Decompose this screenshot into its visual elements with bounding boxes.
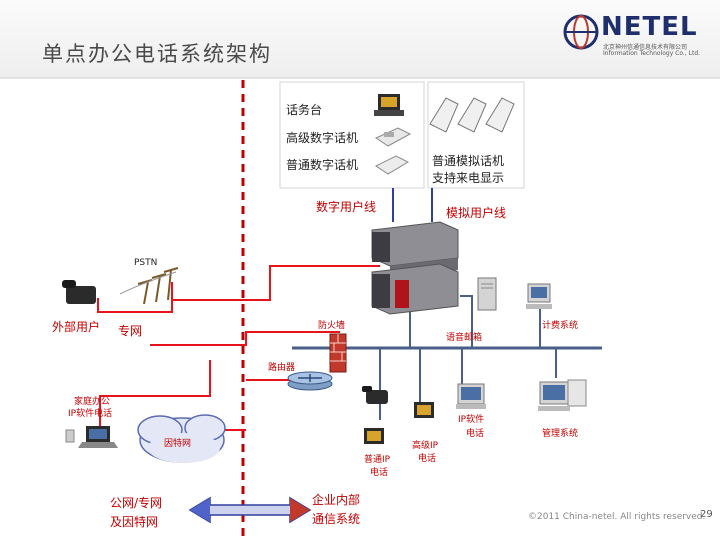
pstn-telephone-poles-icon (119, 267, 179, 305)
copyright-text: ©2011 China-netel. All rights reserved. (528, 512, 706, 522)
firewall-icon (329, 333, 347, 373)
voice-mail-server-icon (477, 277, 497, 311)
private-network-link (150, 331, 340, 346)
normal-digital-phone-icon (375, 155, 410, 175)
normal-ip-phone-label-line2: 电话 (370, 468, 389, 478)
analog-phones-icon (429, 97, 515, 133)
analog-user-line-label: 模拟用户线 (446, 206, 507, 220)
external-user-link (97, 282, 173, 313)
voicemail-lan-drop (460, 295, 473, 348)
home-office-laptop-icon (65, 426, 118, 448)
external-phone-icon (62, 280, 96, 304)
ip-phone-icon (362, 386, 388, 404)
slide-title: 单点办公电话系统架构 (42, 42, 272, 66)
logo-wordmark: NETEL (601, 12, 698, 42)
pstn-to-divider-link (171, 282, 246, 301)
digital-phones-box (279, 81, 425, 189)
page-number: 29 (700, 509, 713, 520)
public-network-label-line2: 及因特网 (110, 515, 159, 529)
operator-console-icon (374, 94, 404, 116)
advanced-ip-phone-label-line2: 电话 (418, 454, 437, 464)
normal-ip-phone-icon (364, 428, 384, 444)
advanced-digital-phone-icon (374, 127, 412, 147)
analog-phone-label-line2: 支持来电显示 (432, 171, 505, 185)
router-icon (287, 371, 333, 391)
enterprise-comm-label-line1: 企业内部 (312, 493, 361, 507)
slide-header (0, 0, 720, 78)
billing-system-label: 计费系统 (542, 321, 579, 331)
home-office-link (99, 360, 211, 438)
analog-phone-label-line1: 普通模拟话机 (432, 154, 505, 168)
globe-icon (563, 14, 599, 50)
home-office-label-line1: 家庭办公 (74, 397, 111, 407)
digital-user-line-label: 数字用户线 (316, 200, 377, 214)
management-workstation-icon (538, 379, 587, 411)
normal-digital-phone-label: 普通数字话机 (286, 158, 359, 172)
home-office-label-line2: IP软件电话 (68, 409, 113, 419)
ip-softphone-label-line1: IP软件 (458, 415, 485, 425)
pbx-cabinet-icon (371, 221, 459, 315)
private-network-label: 专网 (118, 324, 143, 338)
logo-subtitle-en: Information Technology Co., Ltd. (603, 50, 701, 57)
analog-phones-box (427, 81, 525, 189)
ip-softphone-workstation-icon (456, 383, 486, 409)
company-logo: NETEL 北京神州信通信息技术有限公司 Information Technol… (563, 12, 703, 58)
pstn-trunk-link (246, 265, 380, 301)
logo-subtitle-cn: 北京神州信通信息技术有限公司 (603, 44, 688, 51)
router-label: 路由器 (268, 363, 296, 373)
enterprise-comm-label-line2: 通信系统 (312, 512, 361, 526)
public-network-label-line1: 公网/专网 (110, 496, 163, 510)
advanced-ip-phone-label-line1: 高级IP (412, 441, 439, 451)
operator-console-label: 话务台 (286, 103, 323, 117)
internet-cloud-icon (137, 414, 226, 463)
management-system-label: 管理系统 (542, 429, 579, 439)
network-boundary-arrow-icon (188, 496, 312, 524)
firewall-label: 防火墙 (318, 321, 346, 331)
advanced-ip-phone-icon (414, 402, 434, 418)
voice-mail-label: 语音邮箱 (446, 333, 483, 343)
pstn-label: PSTN (134, 258, 158, 268)
ip-softphone-label-line2: 电话 (466, 429, 485, 439)
external-user-label: 外部用户 (52, 320, 101, 334)
advanced-digital-phone-label: 高级数字话机 (286, 131, 359, 145)
internet-label: 因特网 (164, 439, 192, 449)
normal-ip-phone-label-line1: 普通IP (364, 455, 391, 465)
billing-computer-icon (526, 283, 552, 309)
